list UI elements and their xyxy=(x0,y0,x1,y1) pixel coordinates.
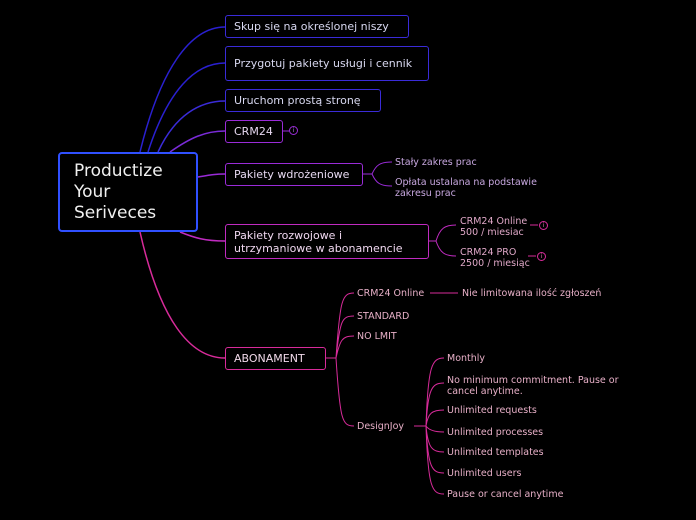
designjoy-item-unlimited-processes[interactable]: Unlimited processes xyxy=(447,427,544,438)
link-root-crm xyxy=(169,130,226,153)
node-site-label: Uruchom prostą stronę xyxy=(234,94,361,107)
dev-item-crm-online-label: CRM24 Online 500 / miesiac xyxy=(460,216,528,238)
impl-item-fee-label: Opłata ustalana na podstawie zakresu pra… xyxy=(395,177,537,199)
dev-item-crm-online[interactable]: CRM24 Online 500 / miesiac xyxy=(460,216,532,238)
root-label: Productize Your Seriveces xyxy=(74,160,163,223)
link-root-site xyxy=(157,100,226,153)
designjoy-item-monthly[interactable]: Monthly xyxy=(447,353,486,364)
dev-item-crm-pro[interactable]: CRM24 PRO 2500 / miesiąc xyxy=(460,247,532,269)
link-dev-items xyxy=(428,224,457,257)
designjoy-item-unlimited-users[interactable]: Unlimited users xyxy=(447,468,522,479)
node-crm[interactable]: CRM24 xyxy=(225,120,283,143)
dev-item-crm-pro-label: CRM24 PRO 2500 / miesiąc xyxy=(460,247,530,269)
dev-item-crm-online-info-symbol: i xyxy=(542,222,545,229)
link-impl-items xyxy=(362,161,393,187)
impl-item-fixed-scope[interactable]: Stały zakres prac xyxy=(395,157,477,168)
node-crm-label: CRM24 xyxy=(234,125,273,138)
node-dev[interactable]: Pakiety rozwojowe i utrzymaniowe w abona… xyxy=(225,224,429,259)
dev-item-crm-online-info-icon[interactable]: i xyxy=(539,221,548,230)
crm-info-icon[interactable]: i xyxy=(289,126,298,135)
designjoy-item-pause-cancel[interactable]: Pause or cancel anytime xyxy=(447,489,564,500)
link-root-niche xyxy=(139,26,226,153)
node-niche[interactable]: Skup się na określonej niszy xyxy=(225,15,409,38)
dev-item-crm-pro-info-symbol: i xyxy=(540,253,543,260)
root-node[interactable]: Productize Your Seriveces xyxy=(58,152,198,232)
dev-item-crm-pro-info-icon[interactable]: i xyxy=(537,252,546,261)
designjoy-item-unlimited-templates[interactable]: Unlimited templates xyxy=(447,447,544,458)
node-abo-label: ABONAMENT xyxy=(234,352,305,365)
link-abo-items xyxy=(325,292,355,427)
link-designjoy-items xyxy=(414,357,445,495)
node-packages-label: Przygotuj pakiety usługi i cennik xyxy=(234,57,413,70)
node-abo[interactable]: ABONAMENT xyxy=(225,347,326,370)
abo-item-no-limit[interactable]: NO LMIT xyxy=(357,331,397,342)
abo-item-crm-online[interactable]: CRM24 Online xyxy=(357,288,425,299)
node-dev-label: Pakiety rozwojowe i utrzymaniowe w abona… xyxy=(234,228,403,255)
abo-item-designjoy[interactable]: DesignJoy xyxy=(357,421,405,432)
node-impl[interactable]: Pakiety wdrożeniowe xyxy=(225,163,363,186)
impl-item-fee[interactable]: Opłata ustalana na podstawie zakresu pra… xyxy=(395,177,560,199)
abo-item-standard[interactable]: STANDARD xyxy=(357,311,410,322)
link-root-packages xyxy=(147,62,226,153)
designjoy-item-no-commitment[interactable]: No minimum commitment. Pause or cancel a… xyxy=(447,375,627,397)
designjoy-item-unlimited-requests[interactable]: Unlimited requests xyxy=(447,405,537,416)
node-site[interactable]: Uruchom prostą stronę xyxy=(225,89,381,112)
node-packages[interactable]: Przygotuj pakiety usługi i cennik xyxy=(225,46,429,81)
node-niche-label: Skup się na określonej niszy xyxy=(234,20,389,33)
designjoy-item-no-commitment-label: No minimum commitment. Pause or cancel a… xyxy=(447,375,619,397)
link-root-impl xyxy=(197,173,226,178)
crm-info-icon-symbol: i xyxy=(292,127,295,134)
abo-item-unlimited-tickets[interactable]: Nie limitowana ilość zgłoszeń xyxy=(462,288,602,299)
link-root-abo xyxy=(139,231,226,359)
node-impl-label: Pakiety wdrożeniowe xyxy=(234,168,350,181)
link-root-dev xyxy=(179,231,226,242)
